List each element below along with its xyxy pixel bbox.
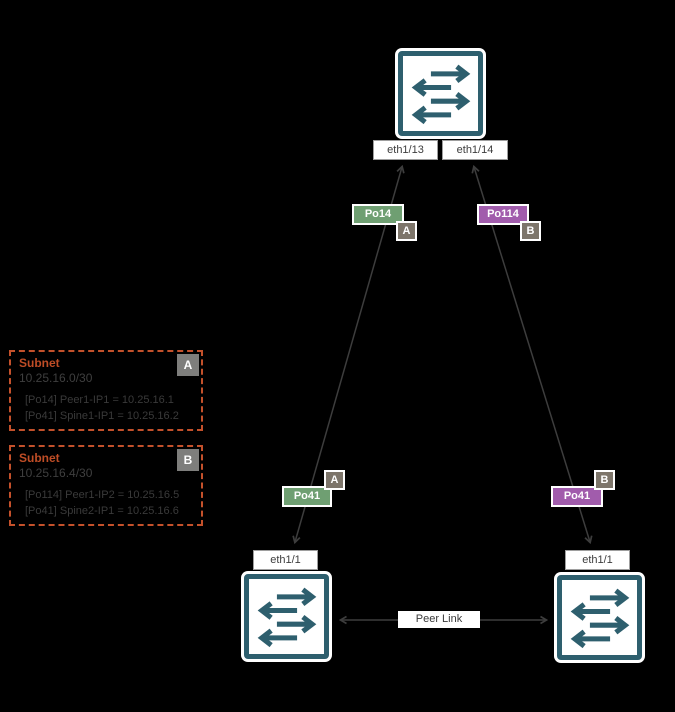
subnet-entry: [Po14] Peer1-IP1 = 10.25.16.1 — [25, 394, 174, 406]
subnet-cidr: 10.25.16.0/30 — [19, 371, 93, 385]
peer-link-label: Peer Link — [398, 611, 480, 628]
switch-arrows-icon — [570, 588, 629, 648]
subnet-callout-b: Subnet 10.25.16.4/30 [Po114] Peer1-IP2 =… — [9, 445, 203, 526]
peer2-port-label: eth1/1 — [565, 550, 630, 570]
subnet-zone-badge-a: A — [177, 354, 199, 376]
subnet-title: Subnet — [19, 451, 60, 465]
peer1-port-label: eth1/1 — [253, 550, 318, 570]
spine-switch-icon — [398, 51, 483, 136]
zone-badge-a-top: A — [396, 221, 417, 241]
switch-arrows-icon — [411, 64, 470, 124]
subnet-zone-badge-b: B — [177, 449, 199, 471]
peer2-switch-icon — [557, 575, 642, 660]
peer1-switch-icon — [244, 574, 329, 659]
subnet-cidr: 10.25.16.4/30 — [19, 466, 93, 480]
spine-port-label-1: eth1/13 — [373, 140, 438, 160]
spine-port-label-2: eth1/14 — [442, 140, 508, 160]
subnet-entry: [Po114] Peer1-IP2 = 10.25.16.5 — [25, 489, 180, 501]
subnet-entry: [Po41] Spine2-IP1 = 10.25.16.6 — [25, 505, 179, 517]
zone-badge-a-bottom: A — [324, 470, 345, 490]
subnet-callout-a: Subnet 10.25.16.0/30 [Po14] Peer1-IP1 = … — [9, 350, 203, 431]
switch-arrows-icon — [257, 587, 316, 647]
subnet-title: Subnet — [19, 356, 60, 370]
zone-badge-b-top: B — [520, 221, 541, 241]
zone-badge-b-bottom: B — [594, 470, 615, 490]
subnet-entry: [Po41] Spine1-IP1 = 10.25.16.2 — [25, 410, 179, 422]
